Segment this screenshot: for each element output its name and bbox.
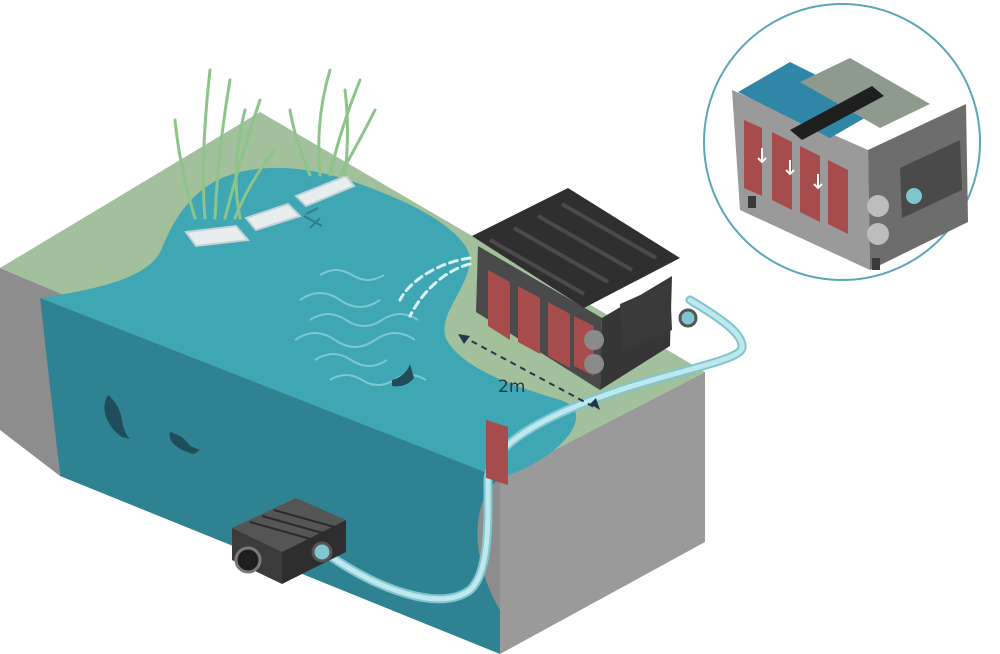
pond xyxy=(0,167,577,654)
reeds-icon xyxy=(173,68,377,220)
pond-cross-section xyxy=(40,298,500,654)
pond-stones xyxy=(184,174,356,248)
pond-pump-icon xyxy=(232,498,346,584)
filter-detail-inset xyxy=(703,3,981,281)
distance-marker: 2m xyxy=(458,334,600,410)
distance-label: 2m xyxy=(498,377,525,397)
ground-right-side xyxy=(500,372,705,654)
pond-water-surface xyxy=(40,167,577,478)
pond-filter-icon xyxy=(472,188,698,486)
dragonfly-icon xyxy=(303,207,323,229)
fish-icon xyxy=(104,364,414,454)
hose-icon xyxy=(325,256,747,604)
